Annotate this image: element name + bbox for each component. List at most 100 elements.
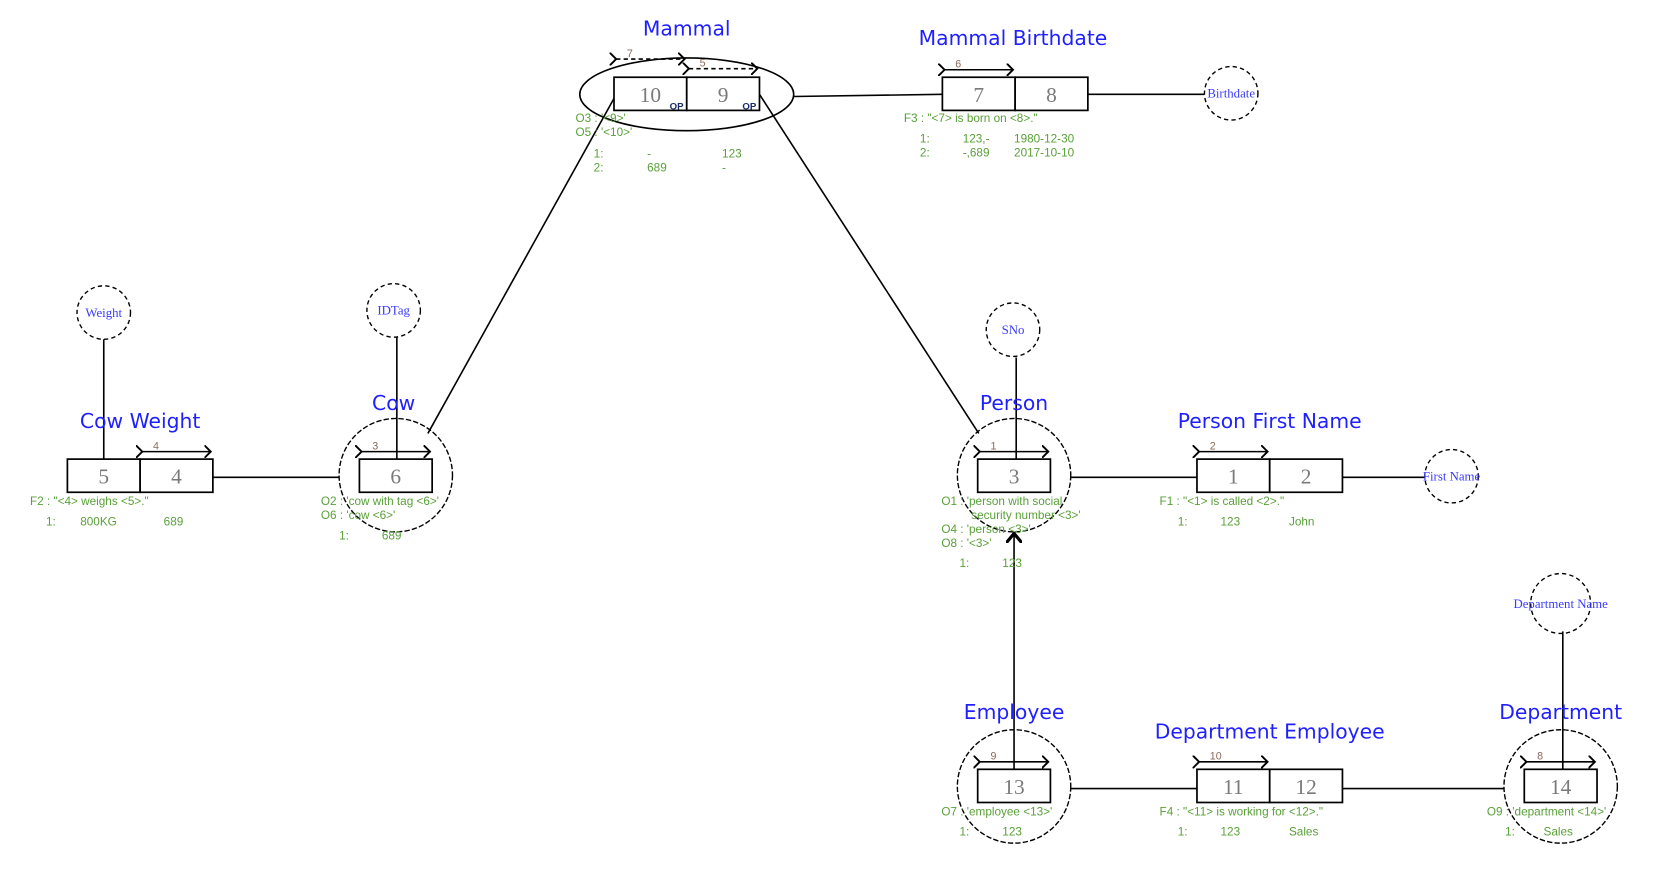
population-cell: John (1289, 515, 1314, 528)
population-cell: 123 (722, 147, 742, 160)
population-cell: 689 (647, 161, 667, 174)
uniqueness-label: 6 (955, 59, 961, 71)
entity-type-person[interactable] (956, 417, 1072, 533)
value-type-idtag[interactable] (366, 282, 422, 338)
population-cell: 2: (920, 146, 930, 159)
diagram-label-cow: Cow (372, 391, 415, 415)
fact-reading: F4 : "<11> is working for <12>." (1160, 805, 1324, 818)
role-flag: OP (670, 101, 684, 112)
role-number: 12 (1295, 775, 1316, 799)
population-cell: 689 (164, 515, 184, 528)
population-cell: - (722, 161, 726, 174)
population-cell: 123 (1002, 557, 1022, 570)
role-box[interactable] (1196, 458, 1271, 494)
diagram-label-department: Department (1499, 700, 1622, 724)
role-box[interactable] (976, 768, 1052, 804)
population-cell: 1: (1505, 826, 1515, 839)
role-number: 3 (1009, 465, 1020, 489)
uniqueness-label: 7 (627, 48, 633, 60)
entity-type-mammal[interactable] (578, 57, 795, 132)
role-number: 6 (390, 465, 401, 489)
diagram-label-employee: Employee (964, 700, 1065, 724)
role-number: 13 (1003, 775, 1024, 799)
value-type-label: IDTag (377, 304, 410, 318)
value-type-label: Birthdate (1207, 87, 1255, 101)
population-cell: -,689 (963, 146, 990, 159)
entity-type-department[interactable] (1503, 729, 1619, 844)
value-type-label: Department Name (1513, 597, 1608, 611)
role-box[interactable] (1014, 76, 1089, 112)
uniqueness-label: 1 (991, 440, 997, 452)
uniqueness-label: 4 (153, 440, 159, 452)
role-box[interactable] (1268, 768, 1344, 804)
role-box[interactable] (1268, 458, 1344, 494)
role-number: 10 (640, 83, 661, 107)
connector-mammal-birthdate (793, 93, 943, 98)
population-cell: 123 (1002, 826, 1022, 839)
role-number: 2 (1301, 465, 1312, 489)
constraint-annotation: O6 : 'cow <6>' (321, 509, 395, 522)
constraint-annotation: security number <3>' (971, 509, 1080, 522)
population-cell: 123 (1221, 515, 1241, 528)
population-cell: 1: (339, 529, 349, 542)
diagram-label-cow-weight: Cow Weight (80, 409, 200, 433)
population-cell: 1: (960, 557, 970, 570)
population-cell: 123,- (963, 132, 990, 145)
population-cell: 1: (46, 515, 56, 528)
connector-mammal-person (758, 93, 980, 434)
constraint-annotation: O2 : 'cow with tag <6>' (321, 495, 439, 508)
population-cell: 1: (1178, 826, 1188, 839)
role-number: 5 (98, 465, 109, 489)
constraint-annotation: O7 : 'employee <13>' (941, 805, 1052, 818)
uniqueness-label: 2 (1210, 440, 1216, 452)
role-box[interactable] (66, 458, 141, 494)
role-flag: OP (742, 101, 756, 112)
role-number: 1 (1228, 465, 1239, 489)
fact-reading: F1 : "<1> is called <2>." (1160, 495, 1285, 508)
diagram-label-department-employee: Department Employee (1155, 719, 1385, 743)
constraint-annotation: O4 : 'person <3>' (941, 523, 1030, 536)
diagram-label-mammal: Mammal (643, 17, 731, 41)
value-type-first-name[interactable] (1424, 448, 1479, 504)
role-number: 14 (1550, 775, 1572, 799)
value-type-department-name[interactable] (1530, 572, 1592, 635)
role-box[interactable] (358, 458, 434, 494)
constraint-annotation: O1 : 'person with social (941, 495, 1062, 508)
fact-reading: F2 : "<4> weighs <5>." (30, 495, 149, 508)
role-number: 11 (1223, 775, 1244, 799)
uniqueness-label: 9 (991, 751, 997, 763)
connector-mammal-cow (427, 96, 616, 434)
value-type-birthdate[interactable] (1203, 65, 1259, 121)
uniqueness-label: 10 (1210, 751, 1222, 763)
role-box[interactable] (941, 76, 1016, 112)
uniqueness-label: 3 (372, 440, 378, 452)
diagram-label-person-first-name: Person First Name (1178, 409, 1362, 433)
constraint-annotation: O9 : 'department <14>' (1487, 805, 1606, 818)
population-cell: Sales (1544, 826, 1574, 839)
constraint-annotation: O8 : '<3>' (941, 537, 991, 550)
role-number: 9 (718, 83, 729, 107)
population-cell: 2: (594, 161, 604, 174)
entity-type-employee[interactable] (956, 729, 1072, 844)
population-cell: 1: (1178, 515, 1188, 528)
constraint-annotation: O5 : '<10>' (575, 126, 632, 139)
value-type-label: SNo (1002, 323, 1025, 337)
value-type-sno[interactable] (985, 302, 1041, 358)
role-box[interactable] (1523, 768, 1598, 804)
population-cell: 1: (960, 826, 970, 839)
entity-type-cow[interactable] (338, 417, 454, 533)
role-box[interactable] (685, 76, 761, 112)
role-number: 8 (1046, 83, 1057, 107)
diagram-label-person: Person (980, 391, 1048, 415)
population-cell: 800KG (80, 515, 117, 528)
role-box[interactable] (976, 458, 1052, 494)
role-box[interactable] (139, 458, 214, 494)
value-type-label: Weight (85, 306, 122, 320)
population-cell: 2017-10-10 (1014, 146, 1075, 159)
population-cell: 1980-12-30 (1014, 132, 1075, 145)
value-type-label: First Name (1423, 470, 1481, 484)
value-type-weight[interactable] (76, 285, 132, 341)
constraint-annotation: O3 : '<9>' (575, 112, 625, 125)
population-cell: Sales (1289, 826, 1319, 839)
